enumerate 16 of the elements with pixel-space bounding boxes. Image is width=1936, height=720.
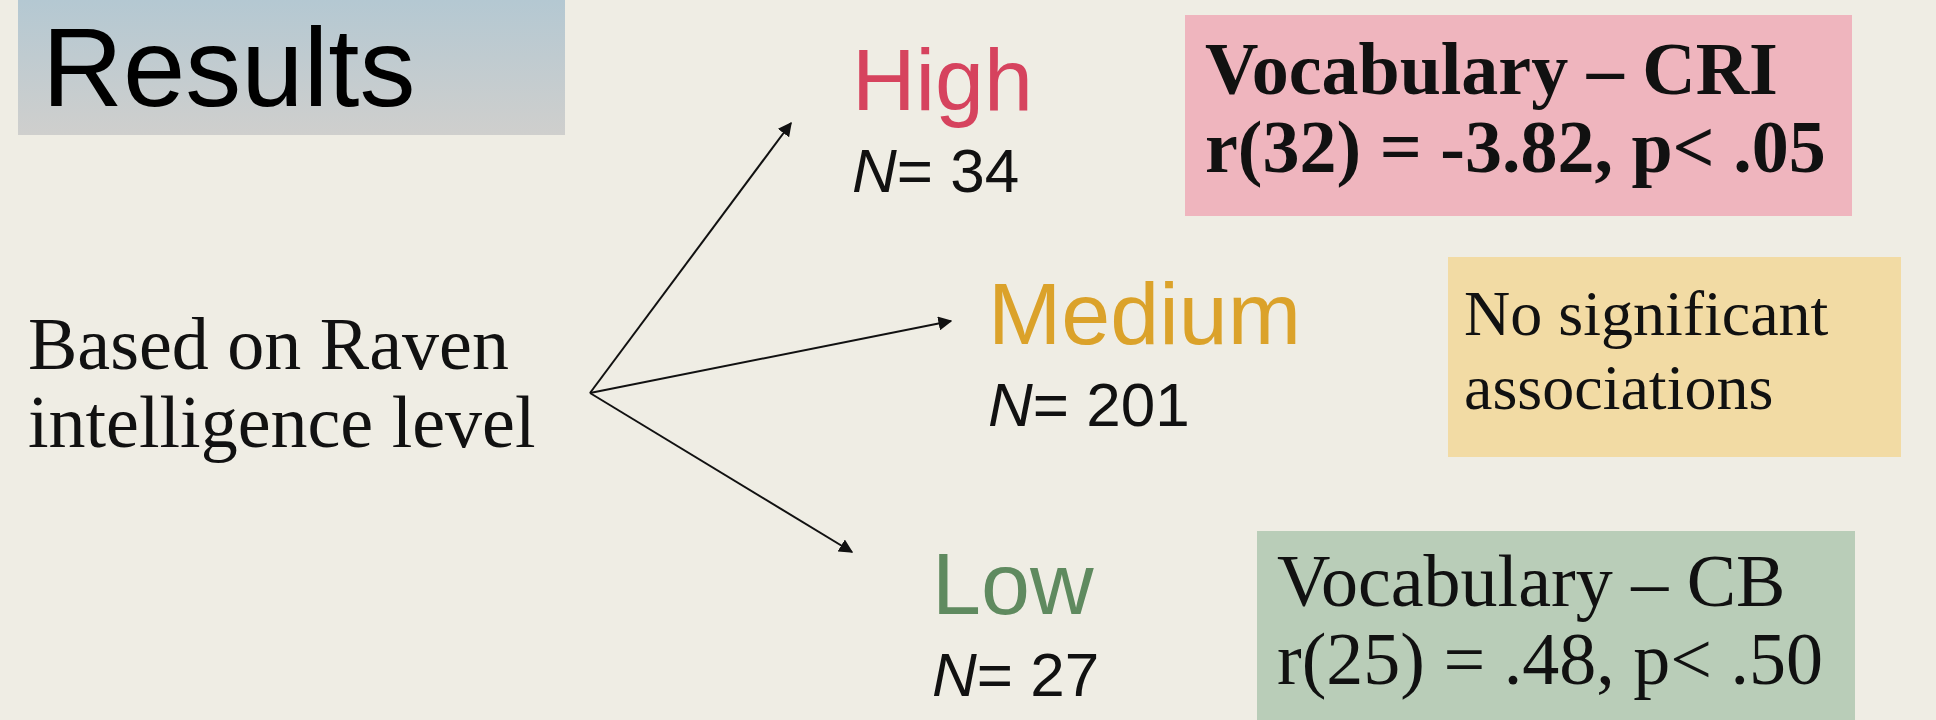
arrow	[589, 316, 953, 394]
result-box	[1185, 15, 1852, 216]
node-text: Low	[932, 540, 1095, 628]
title: Results	[42, 11, 416, 124]
node-text: Vocabulary – CRI	[1205, 31, 1779, 109]
node-text: No significant associations	[1464, 277, 1830, 425]
result-box	[1257, 531, 1855, 720]
node-subtext: N= 201	[988, 374, 1191, 436]
arrow	[589, 121, 792, 394]
node-text: Medium	[988, 270, 1302, 358]
node-text: Vocabulary – CB	[1277, 543, 1787, 621]
node-subtext: N= 34	[852, 140, 1021, 202]
arrow	[589, 392, 854, 553]
result-box	[1448, 257, 1901, 457]
node-text: Based on Raven intelligence level	[28, 306, 537, 462]
node-subtext: N= 27	[932, 644, 1101, 706]
